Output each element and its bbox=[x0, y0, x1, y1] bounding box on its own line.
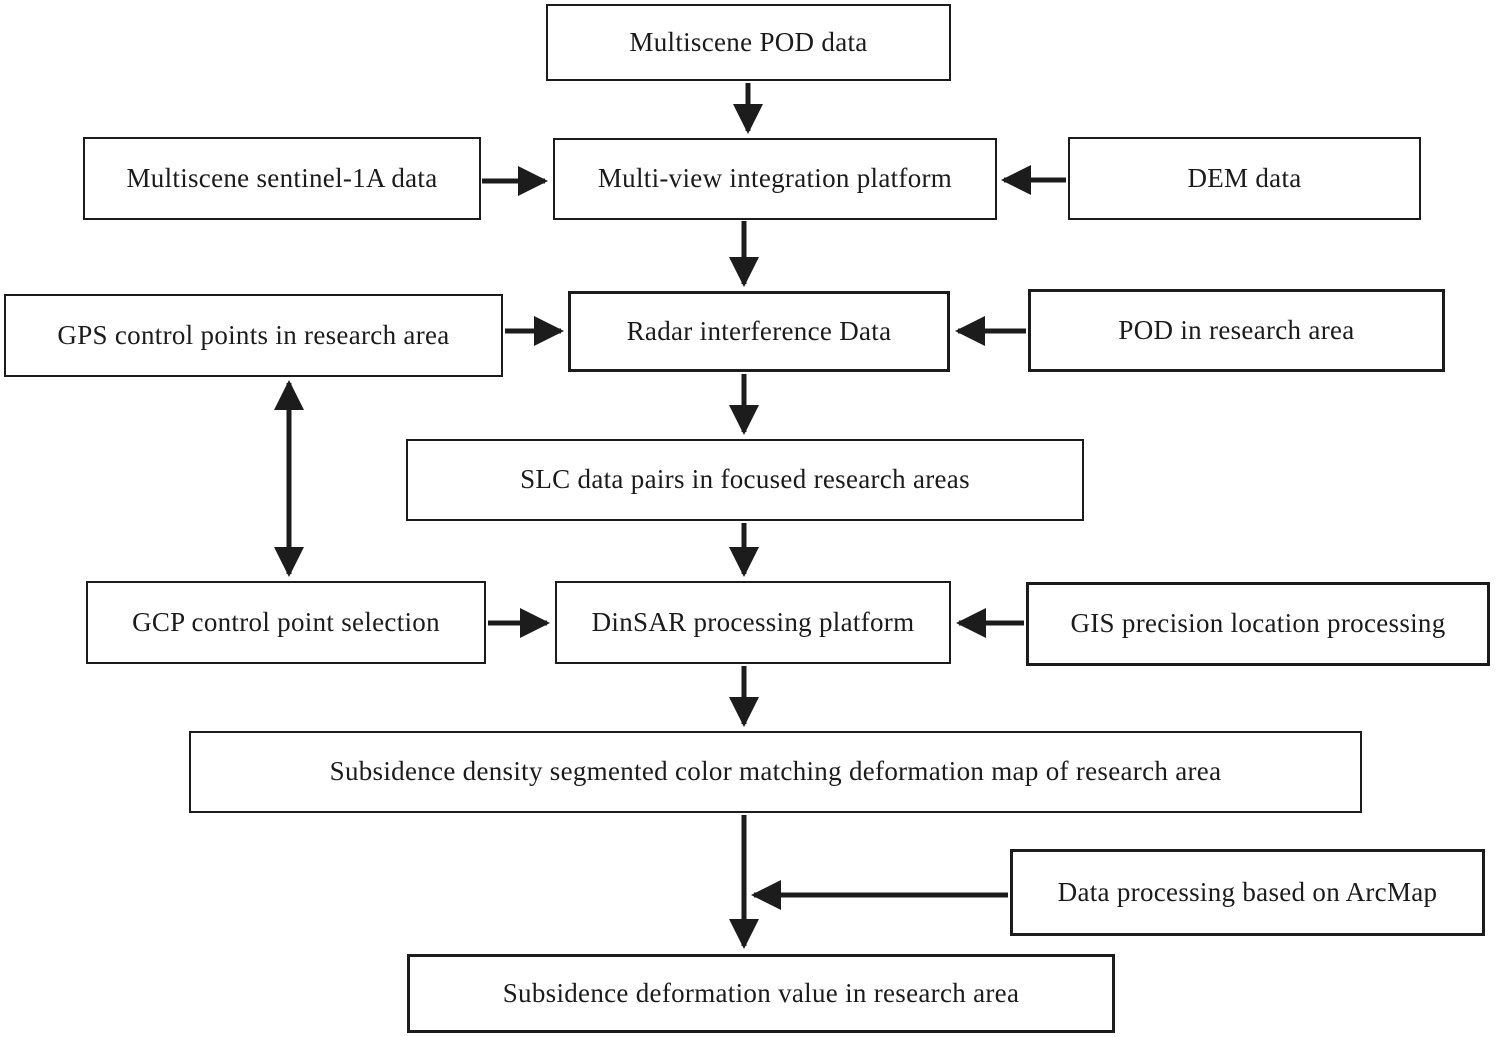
node-gps-control-points: GPS control points in research area bbox=[4, 294, 503, 377]
node-data-processing-arcmap: Data processing based on ArcMap bbox=[1010, 849, 1485, 936]
node-multiscene-pod-data: Multiscene POD data bbox=[546, 4, 951, 81]
node-dem-data: DEM data bbox=[1068, 137, 1421, 220]
node-gis-precision-location-processing: GIS precision location processing bbox=[1026, 582, 1490, 666]
node-gcp-control-point-selection: GCP control point selection bbox=[86, 581, 486, 664]
node-slc-data-pairs: SLC data pairs in focused research areas bbox=[406, 439, 1084, 521]
node-subsidence-deformation-value: Subsidence deformation value in research… bbox=[407, 954, 1115, 1033]
node-subsidence-density-map: Subsidence density segmented color match… bbox=[189, 731, 1362, 813]
node-multiscene-sentinel-1a-data: Multiscene sentinel-1A data bbox=[83, 137, 481, 220]
node-pod-in-research-area: POD in research area bbox=[1028, 289, 1445, 372]
node-multi-view-integration-platform: Multi-view integration platform bbox=[553, 138, 997, 220]
node-radar-interference-data: Radar interference Data bbox=[568, 291, 950, 372]
node-dinsar-processing-platform: DinSAR processing platform bbox=[555, 581, 951, 664]
